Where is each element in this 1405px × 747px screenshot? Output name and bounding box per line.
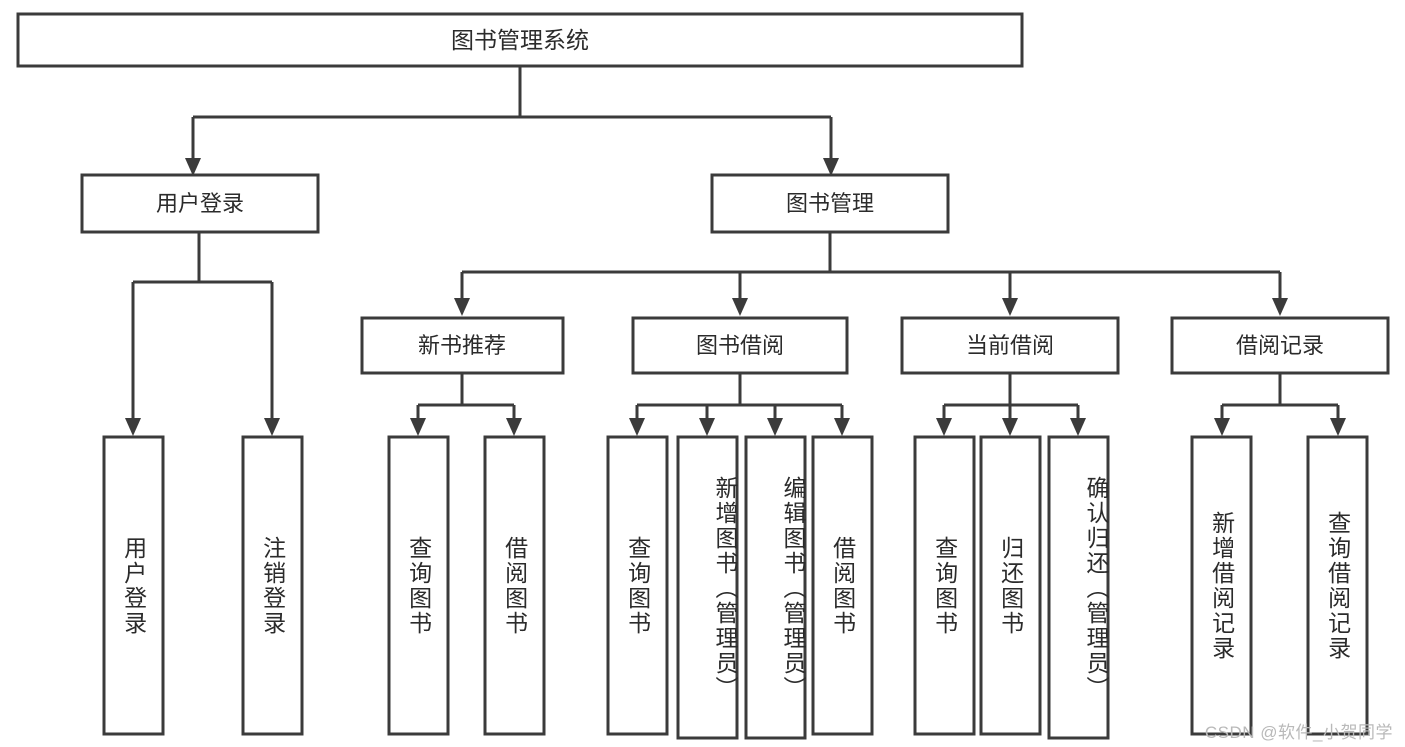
leaf-user-login-1[interactable] xyxy=(241,435,304,736)
node-book-borrow[interactable]: 图书借阅 xyxy=(631,316,849,375)
leaf-group-borrow-record xyxy=(1190,435,1369,736)
leaf-book-borrow-2[interactable] xyxy=(744,435,807,740)
edge-group-current-borrow xyxy=(936,373,1086,436)
leaf-group-new-book-recommend xyxy=(387,435,546,736)
node-user-login-label: 用户登录 xyxy=(156,191,244,216)
edge-group-new-book xyxy=(410,373,522,436)
node-borrow-record-label: 借阅记录 xyxy=(1236,333,1324,358)
node-user-login[interactable]: 用户登录 xyxy=(80,173,320,234)
leaf-borrow-record-0[interactable] xyxy=(1190,435,1253,736)
leaf-group-book-borrow xyxy=(606,435,874,740)
edge-group-root xyxy=(185,66,839,176)
leaf-current-borrow-1[interactable] xyxy=(979,435,1042,736)
node-new-book-recommend-label: 新书推荐 xyxy=(418,333,506,358)
leaf-group-current-borrow xyxy=(913,435,1110,740)
node-book-manage[interactable]: 图书管理 xyxy=(710,173,950,234)
leaf-current-borrow-0[interactable] xyxy=(913,435,976,736)
node-book-borrow-label: 图书借阅 xyxy=(696,333,784,358)
leaf-book-borrow-1[interactable] xyxy=(676,435,739,740)
edge-group-borrow-record xyxy=(1214,373,1346,436)
leaf-book-borrow-3[interactable] xyxy=(811,435,874,736)
leaf-new-book-1[interactable] xyxy=(483,435,546,736)
leaf-borrow-record-1[interactable] xyxy=(1306,435,1369,736)
node-borrow-record[interactable]: 借阅记录 xyxy=(1170,316,1390,375)
leaf-current-borrow-2[interactable] xyxy=(1047,435,1110,740)
node-current-borrow[interactable]: 当前借阅 xyxy=(900,316,1120,375)
edge-group-book-manage xyxy=(454,232,1288,316)
node-current-borrow-label: 当前借阅 xyxy=(966,333,1054,358)
node-root[interactable]: 图书管理系统 xyxy=(16,12,1024,68)
node-new-book-recommend[interactable]: 新书推荐 xyxy=(360,316,565,375)
csdn-watermark: CSDN @软件_小贺同学 xyxy=(1204,723,1393,742)
leaf-group-user-login xyxy=(102,435,304,736)
leaf-user-login-0[interactable] xyxy=(102,435,165,736)
leaf-book-borrow-0[interactable] xyxy=(606,435,669,736)
edge-group-book-borrow xyxy=(629,373,850,436)
leaf-new-book-0[interactable] xyxy=(387,435,450,736)
node-book-manage-label: 图书管理 xyxy=(786,191,874,216)
node-root-label: 图书管理系统 xyxy=(451,27,589,53)
edge-group-user-login xyxy=(125,232,280,436)
